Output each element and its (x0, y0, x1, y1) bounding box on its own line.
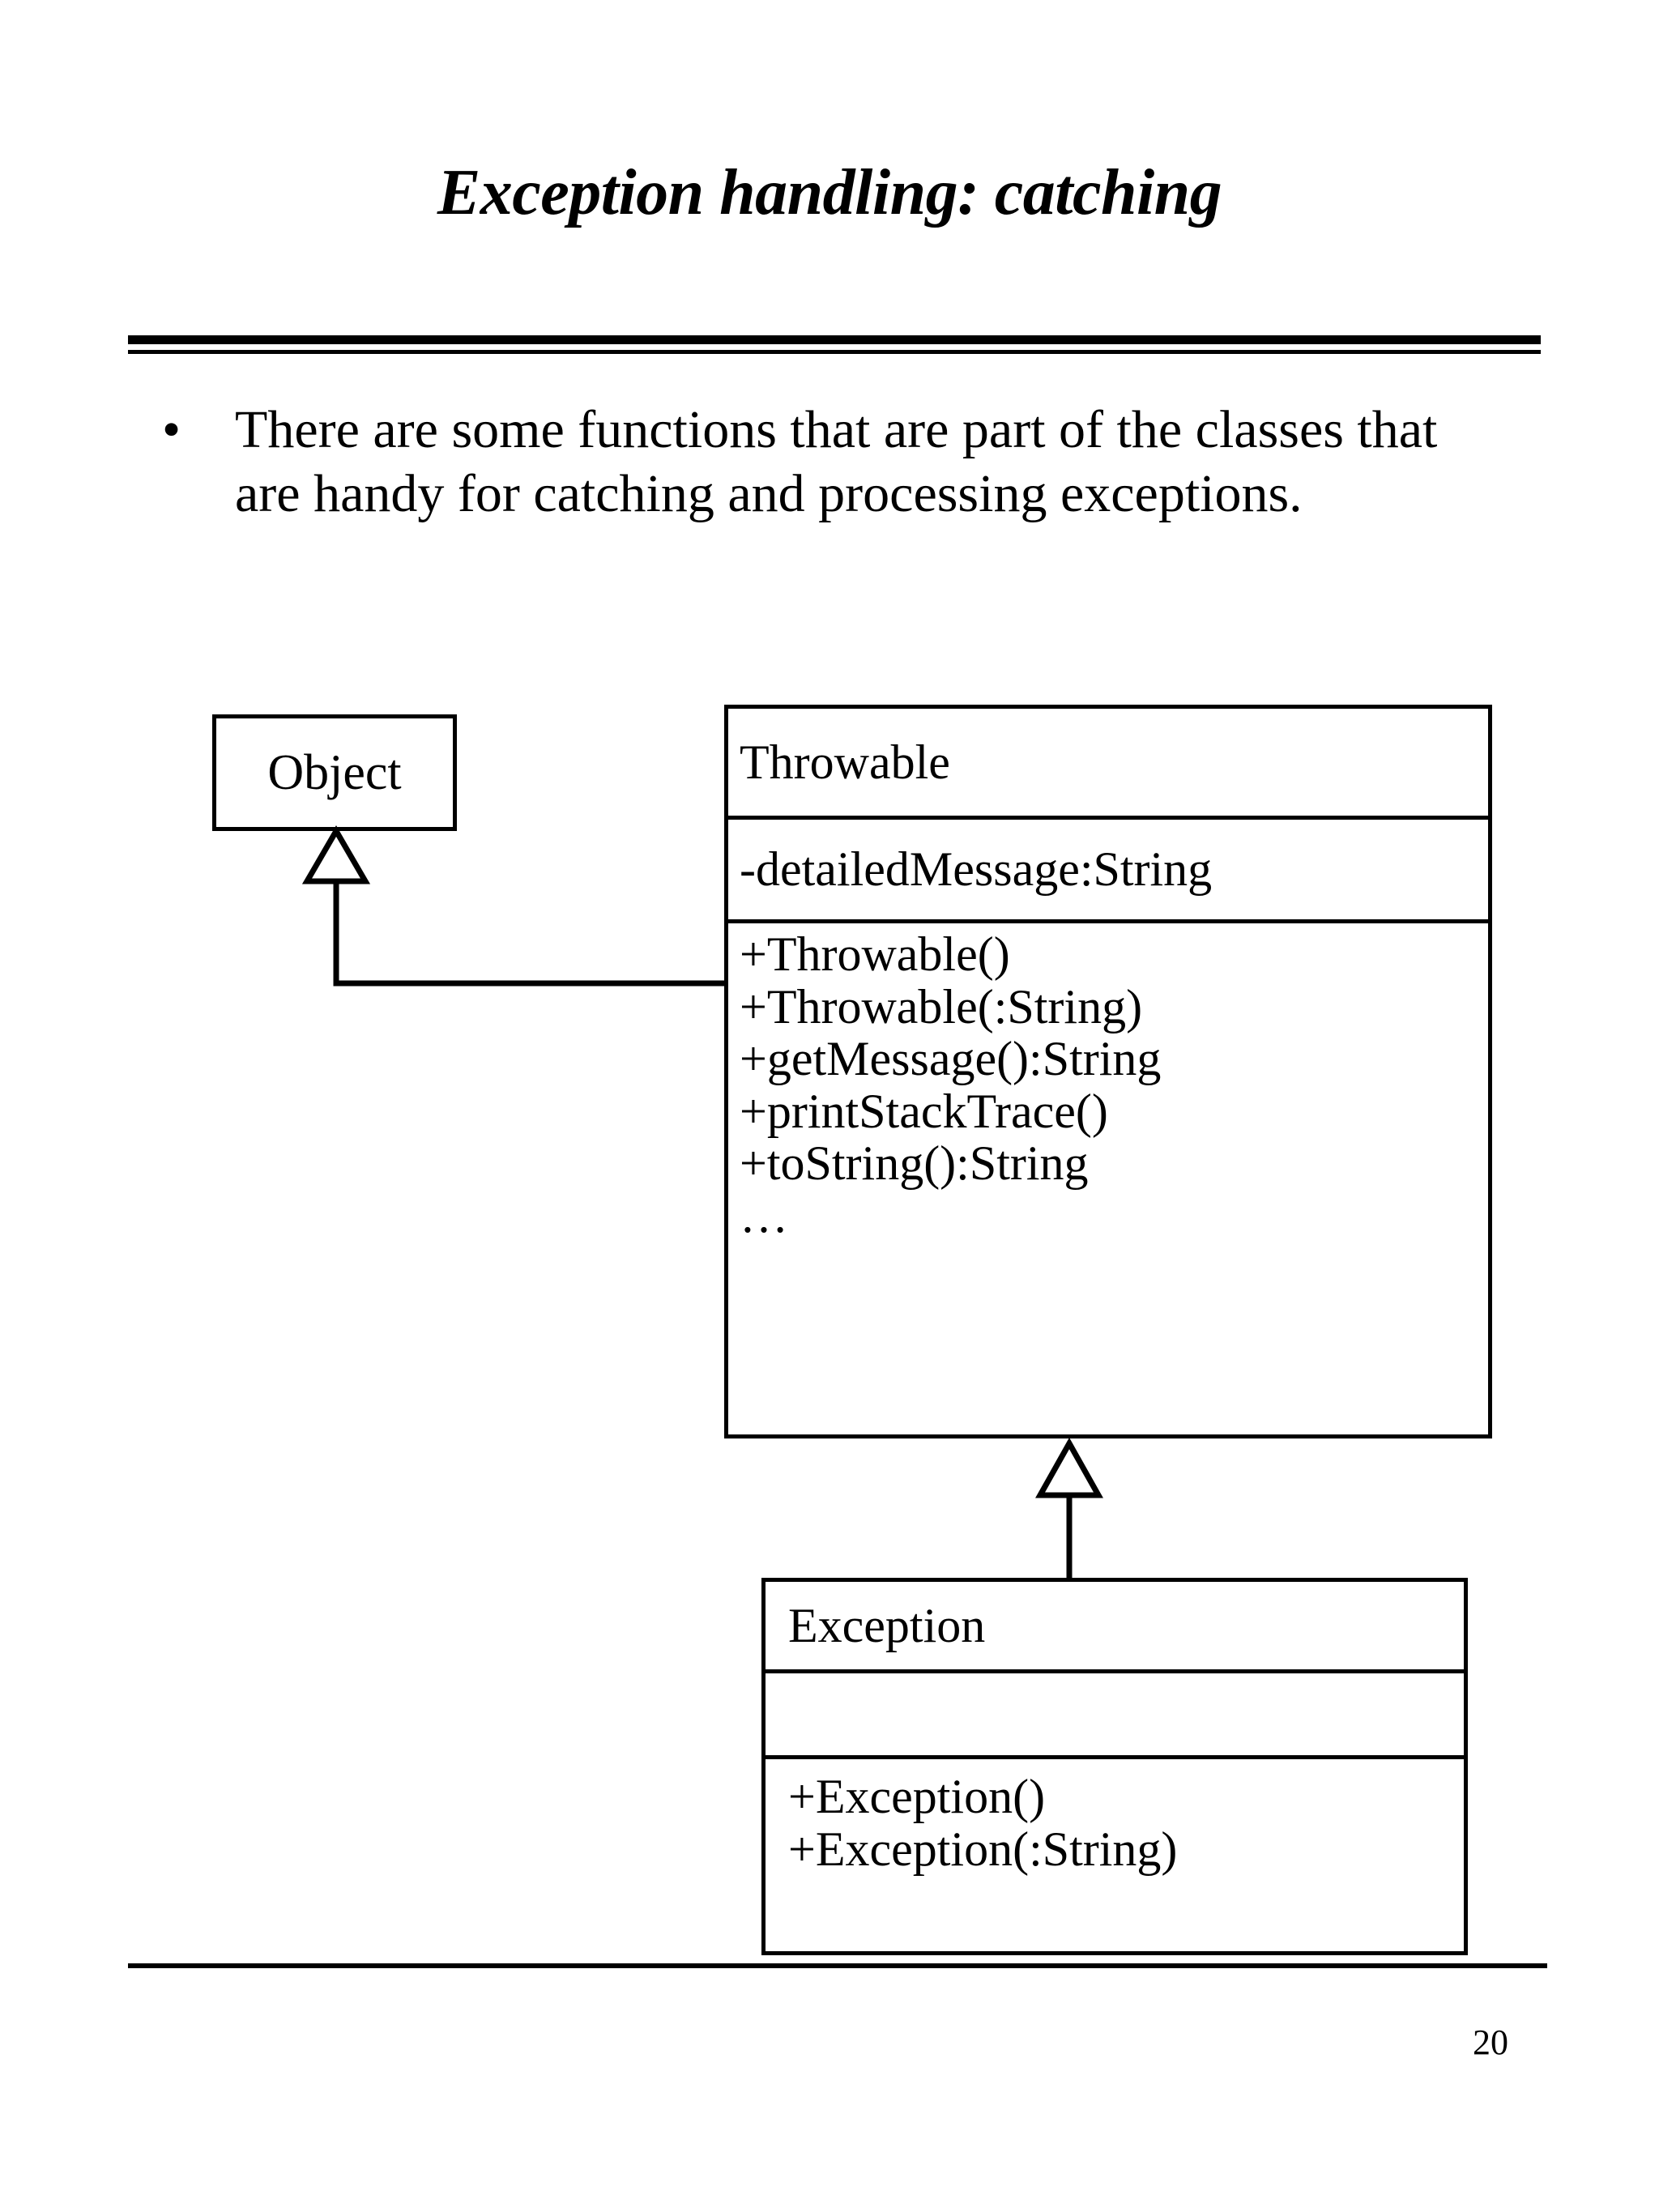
class-name-compartment: Object (216, 718, 453, 827)
operation-exception-ctor: +Exception() (788, 1770, 1046, 1823)
generalization-exception-to-throwable (1035, 1437, 1103, 1578)
operation-throwable-ctor-string: +Throwable(:String) (740, 979, 1143, 1034)
class-attributes-compartment: -detailedMessage:String (728, 816, 1488, 919)
operation-print-stack-trace: +printStackTrace() (740, 1084, 1108, 1138)
class-attributes-compartment (766, 1669, 1464, 1755)
operation-exception-ctor-string: +Exception(:String) (788, 1822, 1178, 1876)
footer-divider (128, 1963, 1547, 1968)
bullet-list-item: • There are some functions that are part… (144, 399, 1546, 526)
uml-class-object: Object (212, 714, 457, 831)
generalization-triangle-icon (301, 825, 371, 884)
generalization-elbow-line (333, 881, 724, 987)
page-number: 20 (1473, 2022, 1508, 2062)
title-divider-thick (128, 335, 1541, 344)
class-name-exception: Exception (788, 1598, 986, 1652)
page-title: Exception handling: catching (437, 157, 1222, 228)
generalization-triangle-icon (1035, 1437, 1103, 1498)
operation-ellipsis: … (740, 1188, 788, 1242)
class-name-compartment: Throwable (728, 709, 1488, 816)
operation-throwable-ctor: +Throwable() (740, 927, 1010, 981)
class-name-compartment: Exception (766, 1582, 1464, 1669)
bullet-item-text: There are some functions that are part o… (235, 400, 1438, 523)
uml-class-throwable: Throwable -detailedMessage:String +Throw… (724, 705, 1492, 1438)
operation-get-message: +getMessage():String (740, 1032, 1162, 1085)
title-divider-thin (128, 350, 1541, 354)
class-name-object: Object (267, 744, 402, 800)
attribute-detailed-message: -detailedMessage:String (740, 842, 1213, 897)
generalization-throwable-to-object (301, 825, 724, 987)
bullet-marker-icon: • (162, 400, 181, 459)
class-name-throwable: Throwable (740, 735, 950, 789)
uml-class-exception: Exception +Exception() +Exception(:Strin… (761, 1578, 1468, 1955)
class-operations-compartment: +Throwable() +Throwable(:String) +getMes… (728, 919, 1488, 1434)
class-operations-compartment: +Exception() +Exception(:String) (766, 1755, 1464, 1950)
operation-to-string: +toString():String (740, 1136, 1089, 1190)
